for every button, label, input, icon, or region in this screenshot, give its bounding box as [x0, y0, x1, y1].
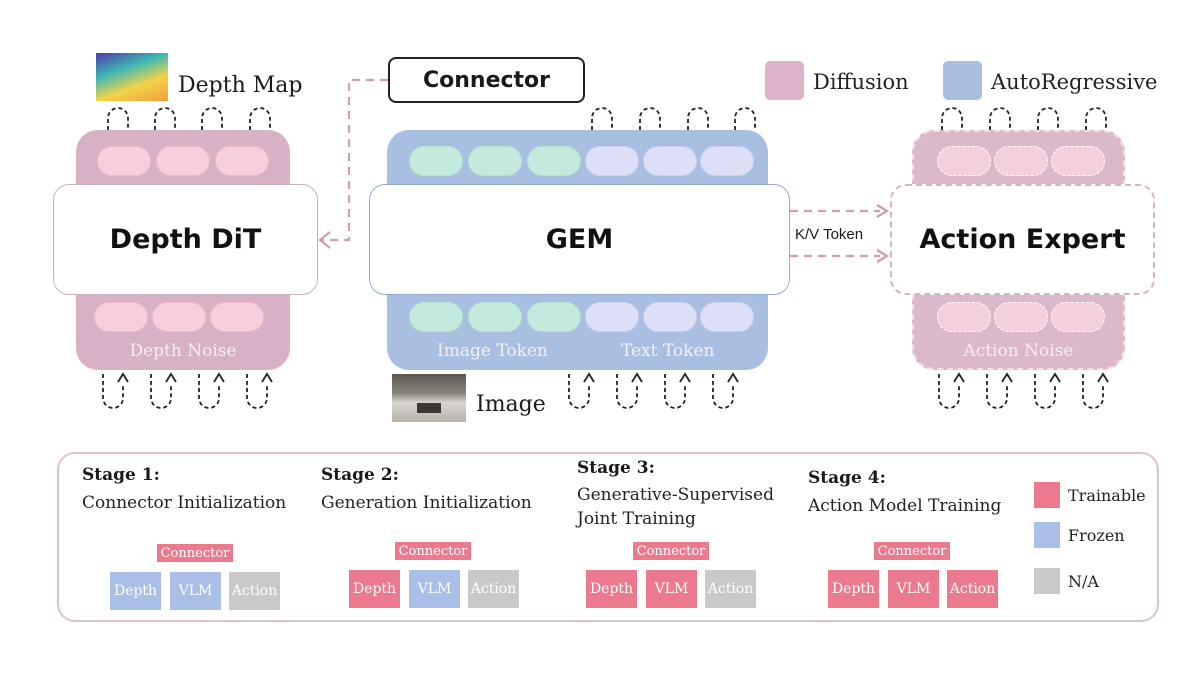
stage-4-title: Stage 4: [808, 468, 886, 488]
trainable-legend-swatch [1034, 482, 1060, 508]
image-label: Image [476, 392, 546, 417]
gem-text-output-token [585, 146, 639, 176]
autoregressive-legend-label: AutoRegressive [991, 70, 1158, 94]
stage-1-title: Stage 1: [82, 465, 160, 485]
stage-2-desc: Generation Initialization [321, 493, 532, 513]
na-legend-swatch [1034, 568, 1060, 594]
depth-map-label: Depth Map [178, 73, 303, 98]
stage-1-desc: Connector Initialization [82, 493, 287, 513]
stage-1-action-block: Action [229, 572, 280, 610]
stage-4-blocks: Depth VLM Action [828, 570, 1000, 608]
action-noise-token [994, 302, 1048, 332]
input-loops [102, 372, 1109, 409]
training-stages-panel [57, 452, 1159, 622]
gem-text-token [643, 302, 697, 332]
stage-1-connector: Connector [157, 544, 233, 562]
gem-image-output-token [409, 146, 463, 176]
frozen-legend-swatch [1034, 522, 1060, 548]
gem-text-output-token [643, 146, 697, 176]
gem-image-output-token [527, 146, 581, 176]
stage-2-blocks: Depth VLM Action [349, 570, 521, 608]
stage-2-depth-block: Depth [349, 570, 400, 608]
depth-output-token [156, 146, 210, 176]
depth-noise-token [210, 302, 264, 332]
stage-4-action-block: Action [947, 570, 998, 608]
gem-image-token [468, 302, 522, 332]
action-noise-token [937, 302, 991, 332]
stage-2-title: Stage 2: [321, 465, 399, 485]
stage-1-blocks: Depth VLM Action [110, 572, 282, 610]
depth-arrowhead [318, 231, 331, 249]
stage-3-desc-line2: Joint Training [577, 509, 696, 529]
gem-image-token [527, 302, 581, 332]
na-legend-label: N/A [1068, 572, 1099, 591]
kv-arrowhead-top [876, 204, 890, 218]
gem-module[interactable]: GEM [369, 184, 790, 295]
stage-4-connector: Connector [874, 542, 950, 560]
gem-image-output-token [468, 146, 522, 176]
gem-text-token [585, 302, 639, 332]
trainable-legend-label: Trainable [1068, 486, 1146, 505]
stage-3-vlm-block: VLM [646, 570, 697, 608]
stage-1-vlm-block: VLM [170, 572, 221, 610]
stage-3-title: Stage 3: [577, 458, 655, 478]
stage-2-connector: Connector [395, 542, 471, 560]
stage-4-desc: Action Model Training [808, 496, 1002, 516]
image-thumbnail-object [417, 403, 441, 413]
image-thumbnail [392, 374, 466, 422]
text-token-label: Text Token [621, 341, 715, 361]
connector-box[interactable]: Connector [388, 57, 585, 103]
depth-noise-label: Depth Noise [129, 341, 237, 361]
frozen-legend-label: Frozen [1068, 526, 1125, 545]
depth-map-thumbnail [96, 53, 168, 101]
diffusion-legend-swatch [765, 61, 804, 100]
depth-output-token [97, 146, 151, 176]
diffusion-legend-label: Diffusion [813, 70, 909, 94]
stage-1-depth-block: Depth [110, 572, 161, 610]
stage-3-desc-line1: Generative-Supervised [577, 485, 774, 505]
gem-image-token [409, 302, 463, 332]
action-expert-module[interactable]: Action Expert [890, 184, 1155, 295]
output-loops [107, 107, 1107, 130]
autoregressive-legend-swatch [943, 61, 982, 100]
image-token-label: Image Token [437, 341, 548, 361]
gem-text-token [700, 302, 754, 332]
action-noise-token [1051, 302, 1105, 332]
stage-3-action-block: Action [705, 570, 756, 608]
depth-noise-token [94, 302, 148, 332]
stage-3-blocks: Depth VLM Action [586, 570, 758, 608]
stage-4-depth-block: Depth [828, 570, 879, 608]
depth-noise-token [152, 302, 206, 332]
stage-2-vlm-block: VLM [409, 570, 460, 608]
gem-text-output-token [700, 146, 754, 176]
depth-output-token [215, 146, 269, 176]
action-output-token [994, 146, 1048, 176]
action-output-token [937, 146, 991, 176]
action-output-token [1051, 146, 1105, 176]
action-noise-label: Action Noise [963, 341, 1074, 361]
kv-token-label: K/V Token [795, 226, 864, 243]
stage-3-connector: Connector [633, 542, 709, 560]
depth-dit-module[interactable]: Depth DiT [53, 184, 318, 295]
kv-arrowhead-bottom [876, 249, 890, 263]
stage-3-depth-block: Depth [586, 570, 637, 608]
stage-2-action-block: Action [468, 570, 519, 608]
stage-4-vlm-block: VLM [888, 570, 939, 608]
